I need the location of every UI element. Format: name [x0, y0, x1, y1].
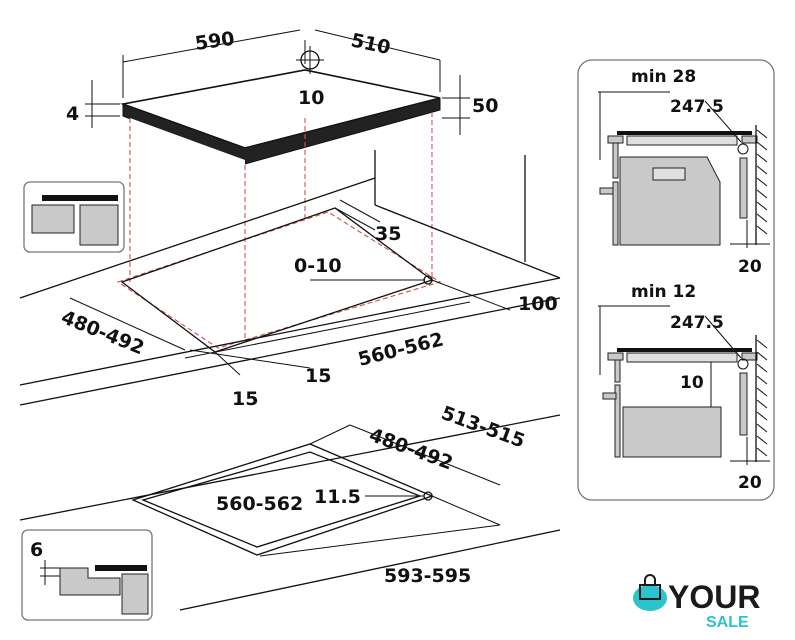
cutout-depth-label: 480-492 [58, 306, 147, 359]
side-view2-20-label: 20 [738, 473, 762, 493]
shopping-bag-icon [639, 574, 661, 600]
logo-sale: SALE [706, 614, 749, 631]
rebate-cutout-width-label: 560-562 [216, 493, 303, 515]
radius-label: 11.5 [314, 486, 361, 508]
min-28-label: min 28 [631, 67, 696, 87]
side-view2-247-5-label: 247.5 [670, 313, 724, 333]
rebate-cutout-depth-label: 480-492 [366, 424, 455, 475]
recess-35-label: 35 [375, 223, 401, 245]
front-margin-label: 15 [232, 388, 258, 410]
hob-dimension-lines [85, 29, 470, 135]
height-50-label: 50 [472, 95, 498, 117]
side-view-panel [577, 59, 775, 501]
side-view1-20-label: 20 [738, 257, 762, 277]
cutout-width-label: 560-562 [356, 328, 446, 370]
rebate-mount-inset [21, 529, 153, 621]
rebate-width-label: 593-595 [384, 565, 471, 587]
rebate-depth-label: 513-515 [438, 402, 527, 453]
inner-gap-10-label: 10 [680, 373, 704, 393]
logo-your: YOUR [668, 579, 760, 615]
depth-510-label: 510 [349, 29, 392, 59]
flush-mount-inset [23, 181, 125, 253]
width-590-label: 590 [194, 28, 236, 55]
worktop-rebate [19, 414, 561, 611]
clearance-100-label: 100 [518, 293, 558, 315]
thickness-4-label: 4 [66, 103, 79, 125]
hob [119, 46, 441, 167]
side-view1-247-5-label: 247.5 [670, 97, 724, 117]
rebate-height-label: 6 [30, 539, 43, 561]
gap-0-10-label: 0-10 [294, 255, 342, 277]
yoursale-logo: YOUR SALE [633, 574, 760, 631]
side-margin-label: 15 [305, 365, 331, 387]
connector-10-label: 10 [298, 87, 324, 109]
min-12-label: min 12 [631, 282, 696, 302]
worktop-flush [19, 150, 561, 406]
